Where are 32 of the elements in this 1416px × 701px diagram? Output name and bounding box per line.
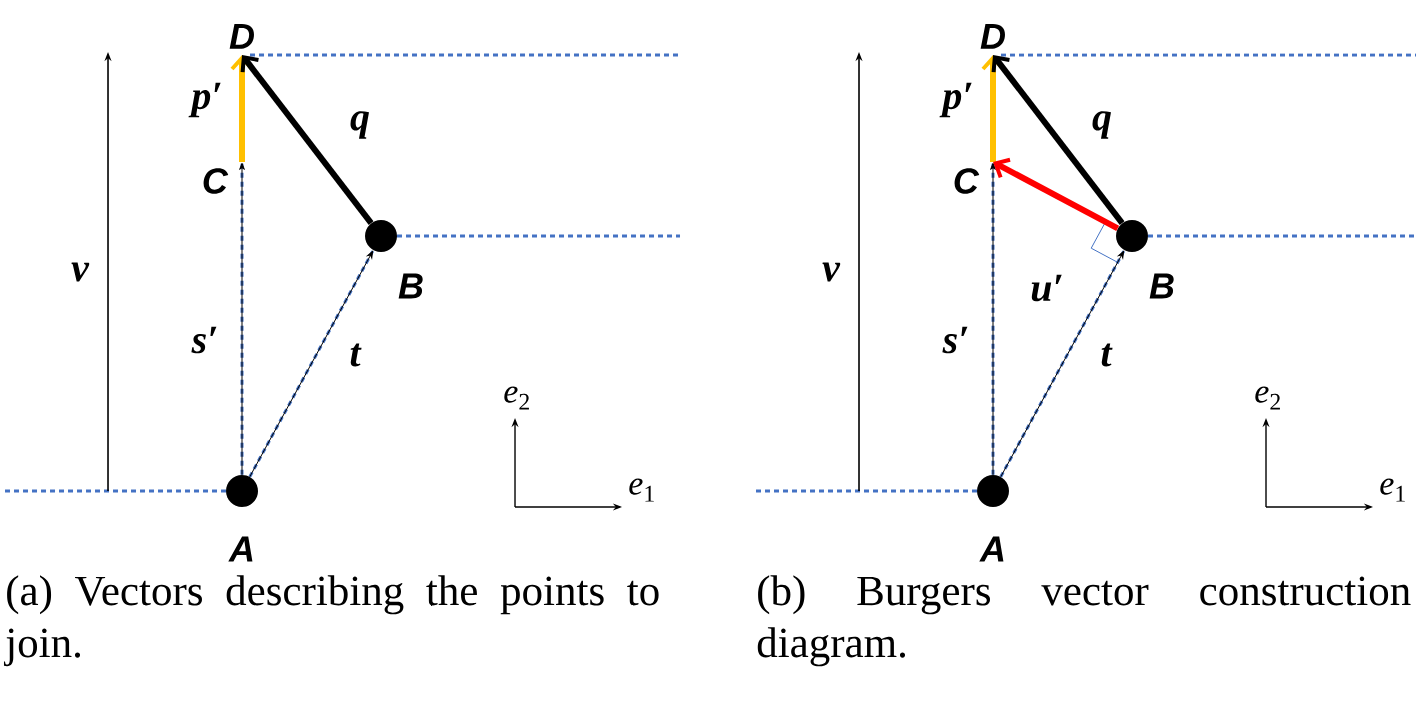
edge-label: s′ (191, 326, 217, 354)
edge-label: t (350, 343, 362, 367)
point-label: C (954, 168, 980, 194)
vector-arrow (239, 162, 245, 476)
edge-label: p′ (939, 82, 972, 118)
axis-label: e$_{1}$ (1380, 478, 1405, 502)
edge-label: t (1101, 343, 1113, 367)
vector-arrow (248, 249, 375, 478)
vector-arrow (993, 157, 1120, 232)
axis-label: e$_{2}$ (504, 386, 529, 410)
vector-arrow (990, 162, 996, 476)
vector-arrow (991, 55, 1125, 225)
point-label: B (398, 273, 423, 299)
vector-arrow (999, 249, 1126, 478)
point-label: D (980, 24, 1005, 49)
caption: (a) Vectors describing the points to join. (4, 575, 659, 667)
point-label: A (979, 536, 1004, 562)
point-label: B (1149, 273, 1174, 299)
edge-label: q (350, 111, 369, 139)
caption: (b) Burgers vector construction diagram. (757, 575, 1411, 667)
edge-label: u′ (1031, 274, 1062, 302)
point-label: A (228, 536, 253, 562)
axis-label: e$_{2}$ (1255, 386, 1280, 410)
edge-label: p′ (188, 82, 221, 118)
point-label: D (229, 24, 254, 49)
point-label: C (203, 168, 229, 194)
edge-label: s′ (942, 326, 968, 354)
vector-arrow (240, 55, 374, 225)
edge-label: q (1092, 111, 1111, 139)
vector-label: v (71, 262, 90, 282)
axis-label: e$_{1}$ (629, 478, 654, 502)
vector-label: v (822, 262, 841, 282)
